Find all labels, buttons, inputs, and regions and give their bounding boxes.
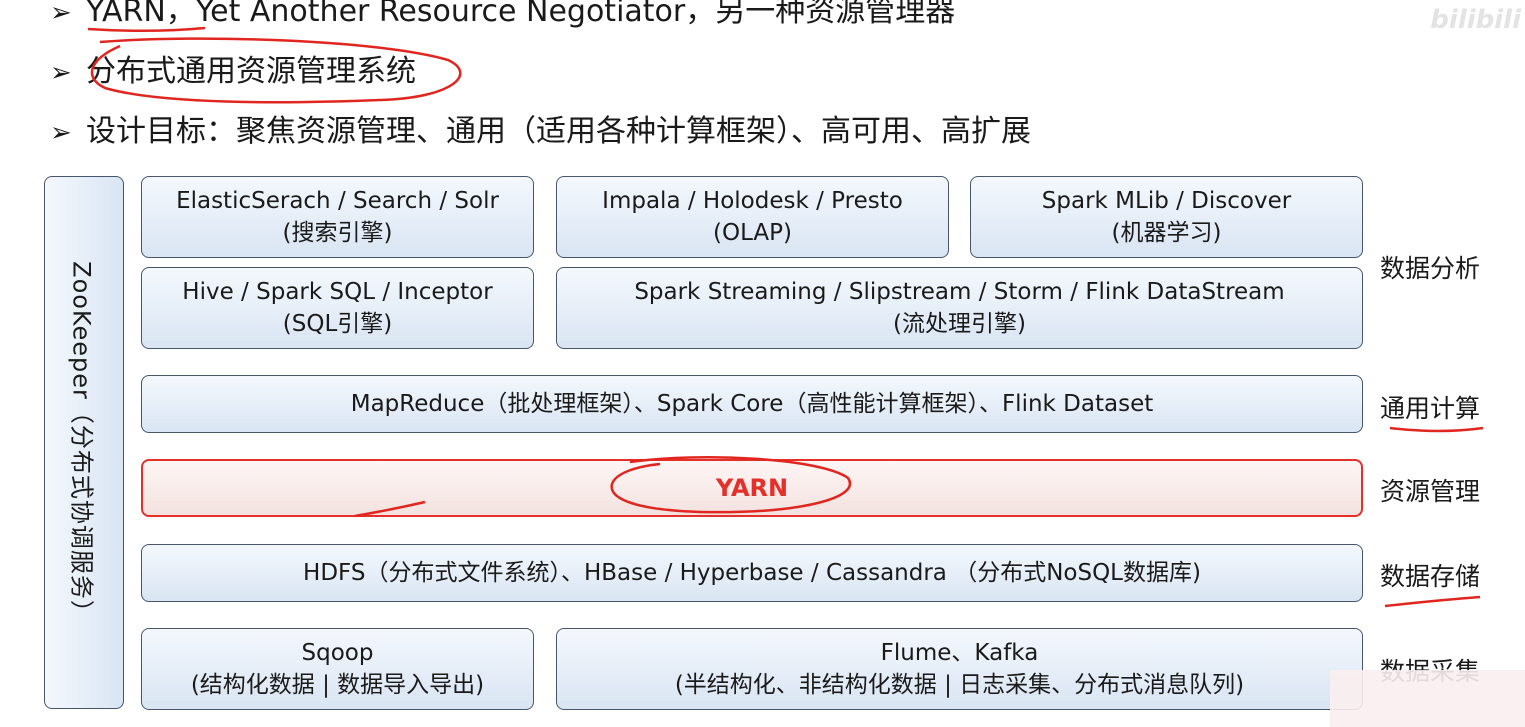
- compute-box: MapReduce（批处理框架）、Spark Core（高性能计算框架）、Fli…: [141, 375, 1363, 433]
- box-line2: (SQL引擎): [282, 311, 393, 337]
- machine-learning-box: Spark MLib / Discover (机器学习): [970, 176, 1363, 258]
- layer-label-resource: 资源管理: [1380, 477, 1481, 506]
- layer-label-analysis: 数据分析: [1380, 254, 1481, 283]
- box-line1: HDFS（分布式文件系统）、HBase / Hyperbase / Cassan…: [303, 560, 1201, 586]
- bullet-yarn: ➢ YARN，Yet Another Resource Negotiator，另一…: [50, 0, 955, 33]
- box-line2: (流处理引擎): [893, 311, 1026, 337]
- box-line1: Spark MLib / Discover: [1041, 188, 1292, 214]
- box-line1: Flume、Kafka: [880, 640, 1039, 666]
- flume-kafka-box: Flume、Kafka (半结构化、非结构化数据 | 日志采集、分布式消息队列): [556, 628, 1363, 710]
- bullet-text: 设计目标：聚焦资源管理、通用（适用各种计算框架）、高可用、高扩展: [86, 114, 1031, 149]
- olap-box: Impala / Holodesk / Presto (OLAP): [556, 176, 949, 258]
- box-line2: (半结构化、非结构化数据 | 日志采集、分布式消息队列): [674, 672, 1245, 698]
- box-line1: Impala / Holodesk / Presto: [602, 188, 903, 214]
- bullet-arrow-icon: ➢: [50, 0, 72, 28]
- box-line1: Spark Streaming / Slipstream / Storm / F…: [634, 279, 1285, 305]
- box-line2: (搜索引擎): [282, 220, 393, 246]
- box-line2: (机器学习): [1111, 220, 1222, 246]
- watermark-logo: bilibili: [1430, 5, 1521, 35]
- zookeeper-box: ZooKeeper（分布式协调服务）: [44, 176, 124, 709]
- zookeeper-label: ZooKeeper（分布式协调服务）: [67, 260, 96, 625]
- box-line1: ElasticSerach / Search / Solr: [176, 188, 499, 214]
- bullet-distributed: ➢ 分布式通用资源管理系统: [50, 52, 416, 93]
- layer-label-storage: 数据存储: [1380, 562, 1481, 591]
- box-line1: Sqoop: [301, 640, 374, 666]
- storage-box: HDFS（分布式文件系统）、HBase / Hyperbase / Cassan…: [141, 544, 1363, 602]
- yarn-label: YARN: [715, 474, 789, 502]
- sqoop-box: Sqoop (结构化数据 | 数据导入导出): [141, 628, 534, 710]
- underline-storage: [1384, 595, 1481, 608]
- bullet-arrow-icon: ➢: [50, 118, 72, 148]
- bullet-text: YARN，Yet Another Resource Negotiator，另一种…: [86, 0, 956, 29]
- sql-engine-box: Hive / Spark SQL / Inceptor (SQL引擎): [141, 267, 534, 349]
- box-line2: (OLAP): [713, 220, 792, 246]
- yarn-box: YARN: [141, 459, 1363, 517]
- corner-overlay: [1330, 670, 1525, 727]
- bullet-design-goal: ➢ 设计目标：聚焦资源管理、通用（适用各种计算框架）、高可用、高扩展: [50, 112, 1031, 153]
- box-line2: (结构化数据 | 数据导入导出): [190, 672, 485, 698]
- box-line1: Hive / Spark SQL / Inceptor: [182, 279, 493, 305]
- layer-label-compute: 通用计算: [1380, 394, 1481, 423]
- underline-compute: [1389, 426, 1484, 433]
- bullet-text: 分布式通用资源管理系统: [86, 54, 416, 89]
- stream-engine-box: Spark Streaming / Slipstream / Storm / F…: [556, 267, 1363, 349]
- box-line1: MapReduce（批处理框架）、Spark Core（高性能计算框架）、Fli…: [350, 391, 1154, 417]
- search-engine-box: ElasticSerach / Search / Solr (搜索引擎): [141, 176, 534, 258]
- bullet-arrow-icon: ➢: [50, 58, 72, 88]
